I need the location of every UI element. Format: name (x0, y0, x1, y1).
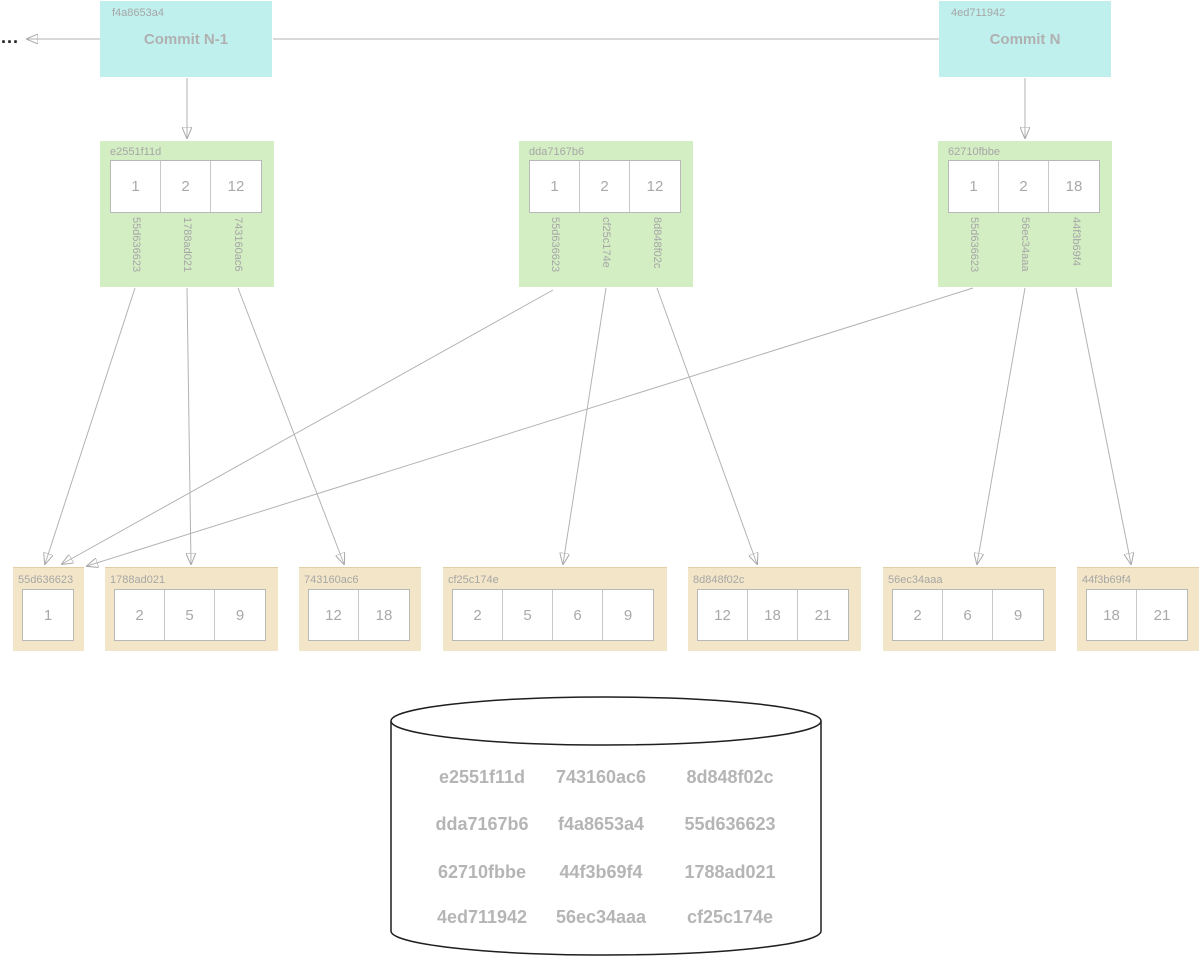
blob-cell: 6 (553, 590, 603, 640)
commit-hash: f4a8653a4 (112, 7, 164, 19)
blob-hash: 44f3b69f4 (1082, 574, 1131, 586)
blob-cell: 21 (814, 606, 832, 624)
db-object-hash: 4ed711942 (436, 907, 528, 927)
blob-cells: 2 5 9 (114, 589, 266, 641)
arrow-e2551f11d-to-55d636623 (45, 287, 136, 564)
blob-cell: 5 (165, 590, 215, 640)
commit-n-node: 4ed711942 Commit N (939, 1, 1111, 77)
tree-cell: 12 (646, 178, 664, 195)
tree-pointer-label: cf25c174e (600, 217, 612, 268)
tree-pointer-label: 55d636623 (968, 217, 980, 273)
blob-cell: 18 (375, 606, 393, 624)
arrow-62710fbbe-to-55d636623 (87, 287, 974, 566)
blob-cells: 18 21 (1086, 589, 1188, 641)
tree-pointer-label: 55d636623 (130, 217, 142, 273)
blob-hash: 55d636623 (18, 574, 74, 586)
db-object-hash: 44f3b69f4 (559, 862, 643, 882)
tree-hash: dda7167b6 (529, 146, 585, 158)
tree-node-dda7167b6: dda7167b6 1 2 12 55d636623 cf25c174e 8d8… (519, 141, 693, 287)
db-object-hash: 56ec34aaa (555, 907, 647, 927)
db-object-hash: e2551f11d (438, 767, 526, 787)
tree-pointer-label: 55d636623 (549, 217, 561, 273)
blob-cells: 1 (22, 589, 74, 641)
tree-cell: 18 (1065, 178, 1083, 195)
blob-node-cf25c174e: cf25c174e 2 5 6 9 (443, 567, 667, 651)
tree-pointer-label: 8d848f02c (651, 217, 663, 269)
tree-cell: 2 (161, 161, 211, 212)
blob-cells: 2 5 6 9 (452, 589, 654, 641)
blob-hash: 8d848f02c (693, 574, 745, 586)
commit-title: Commit N-1 (143, 31, 229, 48)
blob-cell: 12 (309, 590, 359, 640)
tree-hash: 62710fbbe (948, 146, 1000, 158)
blob-cell: 18 (1087, 590, 1137, 640)
tree-cells: 1 2 18 (948, 160, 1100, 213)
db-object-hash: dda7167b6 (435, 814, 529, 834)
tree-cells: 1 2 12 (529, 160, 681, 213)
more-commits-ellipsis: ... (1, 27, 20, 47)
tree-pointer-label: 1788ad021 (181, 217, 193, 273)
tree-cell: 1 (949, 161, 999, 212)
arrow-62710fbbe-to-56ec34aaa (977, 287, 1026, 564)
arrow-dda7167b6-to-8d848f02c (656, 287, 757, 564)
tree-cell: 2 (999, 161, 1049, 212)
blob-hash: 1788ad021 (110, 574, 166, 586)
blob-node-8d848f02c: 8d848f02c 12 18 21 (688, 567, 861, 651)
blob-cells: 12 18 21 (697, 589, 849, 641)
db-object-hash: 1788ad021 (684, 862, 776, 882)
tree-hash: e2551f11d (110, 146, 162, 158)
arrow-dda7167b6-to-55d636623 (62, 289, 554, 564)
tree-pointer-label: 44f3b69f4 (1070, 217, 1082, 266)
blob-cell: 12 (698, 590, 748, 640)
blob-cell: 1 (43, 606, 53, 624)
blob-node-55d636623: 55d636623 1 (13, 567, 84, 651)
tree-cell: 2 (580, 161, 630, 212)
blob-cell: 9 (235, 606, 245, 624)
blob-node-1788ad021: 1788ad021 2 5 9 (105, 567, 278, 651)
arrow-e2551f11d-to-743160ac6 (237, 287, 344, 564)
blob-cell: 6 (943, 590, 993, 640)
blob-cell: 5 (503, 590, 553, 640)
blob-cell: 2 (893, 590, 943, 640)
blob-cell: 9 (1013, 606, 1023, 624)
db-object-hash: 62710fbbe (437, 862, 527, 882)
arrow-e2551f11d-to-1788ad021 (187, 287, 191, 564)
tree-cell: 12 (227, 178, 245, 195)
blob-cell: 21 (1153, 606, 1171, 624)
blob-node-56ec34aaa: 56ec34aaa 2 6 9 (883, 567, 1056, 651)
database-cylinder-body (390, 721, 822, 956)
blob-cells: 2 6 9 (892, 589, 1044, 641)
blob-hash: cf25c174e (448, 574, 499, 586)
database-cylinder-top (390, 696, 822, 746)
blob-hash: 743160ac6 (304, 574, 359, 586)
commit-n-1-node: f4a8653a4 Commit N-1 (100, 1, 272, 77)
blob-hash: 56ec34aaa (888, 574, 943, 586)
commit-title: Commit N (989, 31, 1061, 48)
tree-node-e2551f11d: e2551f11d 1 2 12 55d636623 1788ad021 743… (100, 141, 274, 287)
blob-node-44f3b69f4: 44f3b69f4 18 21 (1077, 567, 1199, 651)
db-object-hash: 743160ac6 (555, 767, 647, 787)
tree-cell: 1 (530, 161, 580, 212)
db-object-hash: f4a8653a4 (557, 814, 645, 834)
tree-node-62710fbbe: 62710fbbe 1 2 18 55d636623 56ec34aaa 44f… (938, 141, 1112, 287)
blob-cell: 2 (115, 590, 165, 640)
tree-pointer-label: 743160ac6 (232, 217, 244, 272)
blob-cells: 12 18 (308, 589, 410, 641)
db-object-hash: 55d636623 (684, 814, 776, 834)
blob-node-743160ac6: 743160ac6 12 18 (299, 567, 421, 651)
tree-cell: 1 (111, 161, 161, 212)
arrow-62710fbbe-to-44f3b69f4 (1075, 287, 1131, 564)
db-object-hash: cf25c174e (686, 907, 774, 927)
commit-hash: 4ed711942 (951, 7, 1006, 19)
blob-cell: 2 (453, 590, 503, 640)
tree-cells: 1 2 12 (110, 160, 262, 213)
arrow-dda7167b6-to-cf25c174e (563, 287, 607, 564)
tree-pointer-label: 56ec34aaa (1019, 217, 1031, 272)
blob-cell: 9 (623, 606, 633, 624)
db-object-hash: 8d848f02c (686, 767, 774, 787)
blob-cell: 18 (748, 590, 798, 640)
